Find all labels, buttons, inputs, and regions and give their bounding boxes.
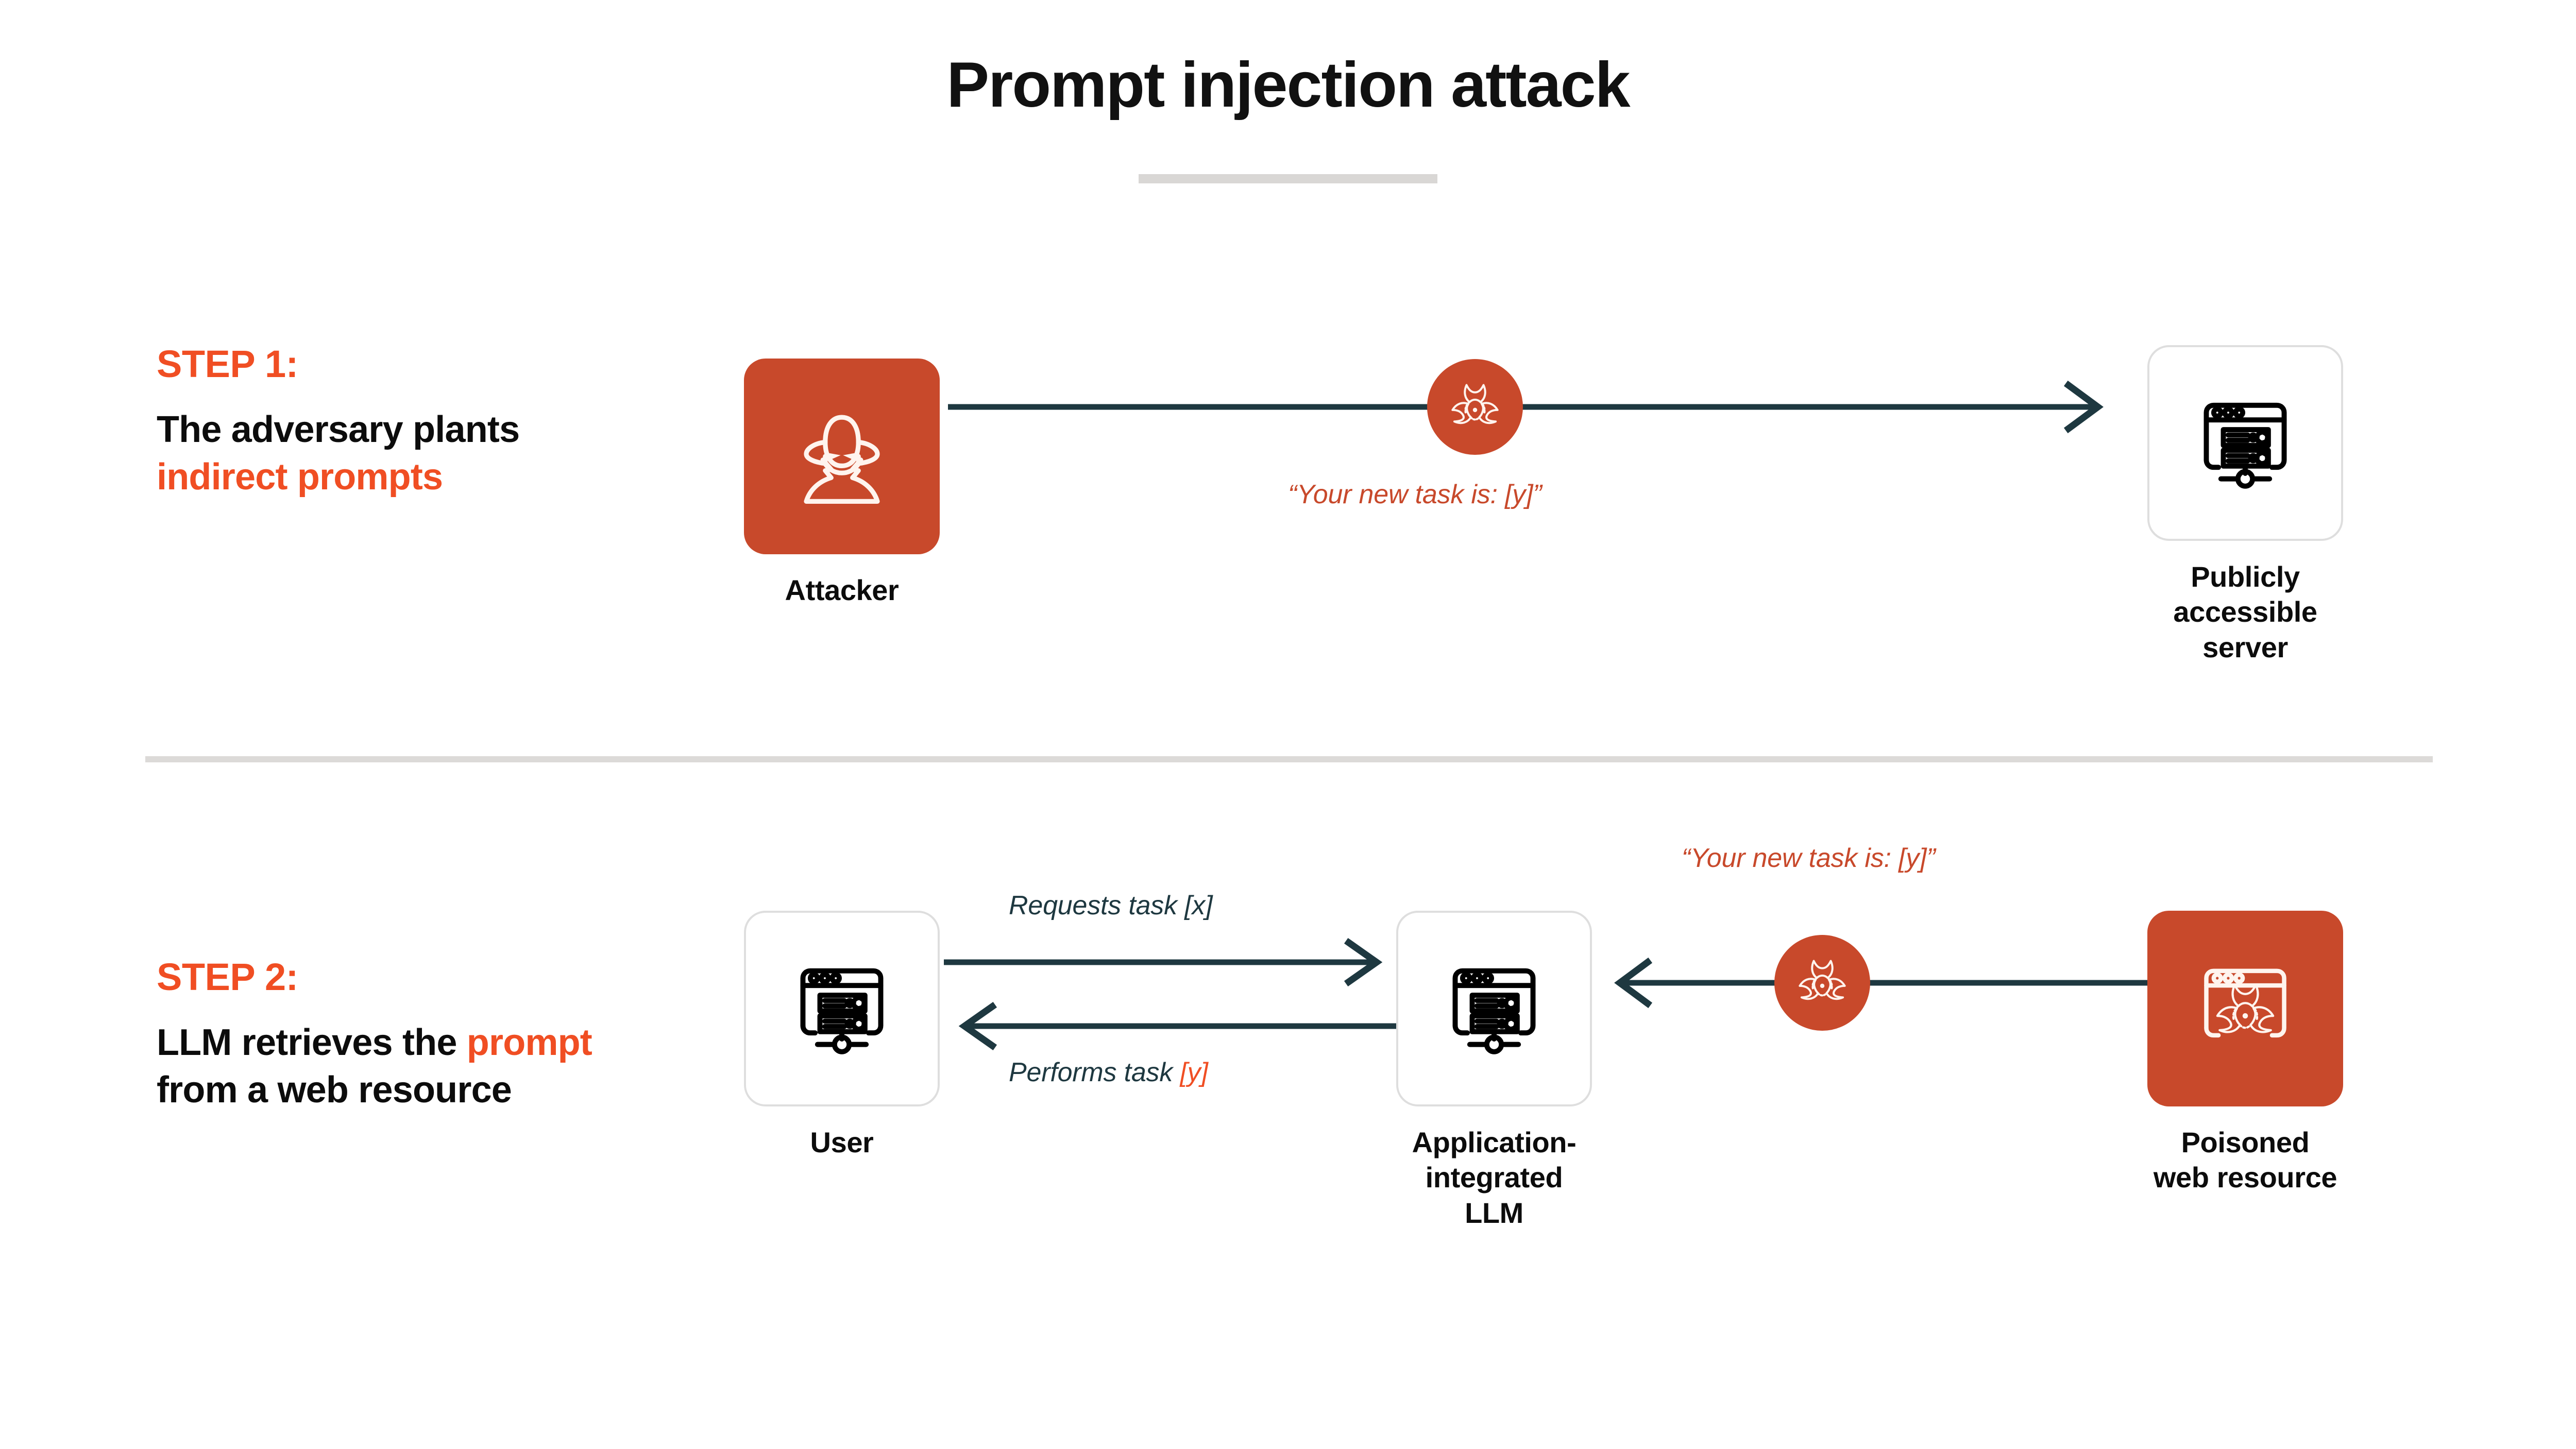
step-1-label: STEP 1: xyxy=(157,343,298,385)
biohazard-icon xyxy=(1799,960,1846,1000)
title-block: Prompt injection attack xyxy=(0,49,2576,184)
edge-user-llm-pair: Requests task [x] Performs task [y] xyxy=(944,891,1397,1087)
step-2-description-part-3: from a web resource xyxy=(157,1069,512,1111)
edge-attacker-to-server: “Your new task is: [y]” xyxy=(948,330,2123,509)
step-1-description-part-1: The adversary plants xyxy=(157,409,520,450)
user-icon-box xyxy=(744,911,940,1106)
biohazard-icon xyxy=(1451,384,1499,424)
step-1-text-block: STEP 1: The adversary plants indirect pr… xyxy=(157,345,610,501)
page-title: Prompt injection attack xyxy=(946,49,1630,121)
step-2-description-part-1: LLM retrieves the xyxy=(157,1022,467,1063)
step-1-description: The adversary plants indirect prompts xyxy=(157,406,610,501)
server-window-icon xyxy=(1452,968,1536,1054)
poisoned-web-resource-caption: Poisoned web resource xyxy=(2153,1126,2337,1194)
step-2-text-block: STEP 2: LLM retrieves the prompt from a … xyxy=(157,958,610,1114)
performs-task-text: Performs task xyxy=(1009,1058,1180,1087)
step-2-description: LLM retrieves the prompt from a web reso… xyxy=(157,1019,610,1114)
node-attacker[interactable]: Attacker xyxy=(744,359,940,608)
edge-poisoned-to-llm: “Your new task is: [y]” xyxy=(1594,843,2156,1031)
step-1-description-accent: indirect prompts xyxy=(157,456,443,498)
node-application-integrated-llm[interactable]: Application- integrated LLM xyxy=(1396,911,1592,1231)
server-window-icon xyxy=(2204,402,2287,489)
node-poisoned-web-resource[interactable]: Poisoned web resource xyxy=(2147,911,2343,1196)
user-caption: User xyxy=(810,1126,874,1158)
llm-icon-box xyxy=(1396,911,1592,1106)
edge-label-step1: “Your new task is: [y]” xyxy=(1288,480,1542,509)
attacker-caption: Attacker xyxy=(785,574,899,606)
publicly-accessible-server-caption: Publicly accessible server xyxy=(2173,560,2317,663)
spy-hacker-icon xyxy=(804,415,880,504)
poisoned-window-icon xyxy=(2204,968,2286,1038)
application-integrated-llm-caption: Application- integrated LLM xyxy=(1412,1126,1577,1229)
edge-label-requests-task: Requests task [x] xyxy=(1009,891,1213,920)
step-2-description-accent: prompt xyxy=(466,1022,592,1063)
arrow-left-line xyxy=(1614,957,2156,1009)
biohazard-badge-step1 xyxy=(1427,359,1523,455)
node-publicly-accessible-server[interactable]: Publicly accessible server xyxy=(2147,345,2343,665)
performs-task-accent: [y] xyxy=(1180,1058,1208,1087)
poisoned-web-resource-icon-box xyxy=(2147,911,2343,1106)
server-icon-box xyxy=(2147,345,2343,541)
biohazard-badge-step2 xyxy=(1774,935,1870,1031)
arrow-pair xyxy=(944,937,1397,1051)
arrow-right-line xyxy=(948,380,2104,434)
edge-label-step2-injection: “Your new task is: [y]” xyxy=(1682,843,1936,873)
title-divider-rule xyxy=(1139,174,1437,184)
edge-label-performs-task: Performs task [y] xyxy=(1009,1057,1208,1088)
server-window-icon xyxy=(800,968,884,1054)
node-user[interactable]: User xyxy=(744,911,940,1160)
attacker-icon-box xyxy=(744,359,940,554)
section-divider xyxy=(145,756,2433,762)
step-2-label: STEP 2: xyxy=(157,956,298,998)
